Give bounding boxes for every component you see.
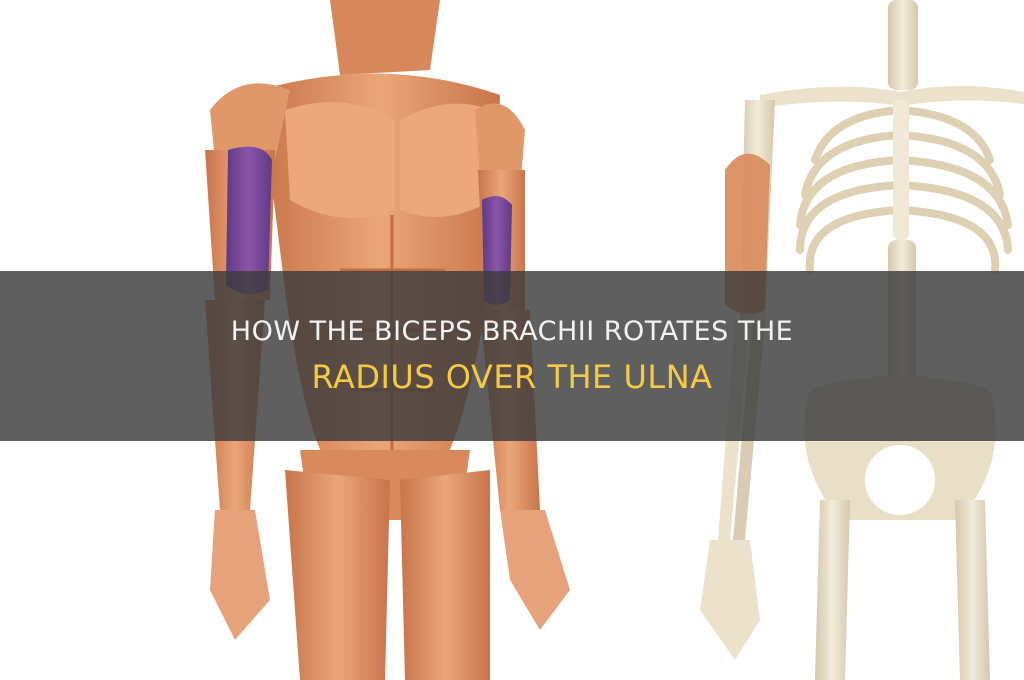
right-deltoid [475, 103, 525, 190]
left-biceps-highlight [226, 146, 272, 294]
cervical-spine [888, 0, 918, 90]
sternum [893, 100, 909, 240]
ribcage [796, 106, 1012, 274]
title-band: HOW THE BICEPS BRACHII ROTATES THE RADIU… [0, 271, 1024, 441]
hand-bones [700, 540, 760, 660]
headline-line-2: RADIUS OVER THE ULNA [311, 358, 713, 396]
left-thigh [285, 470, 390, 680]
left-hand [210, 510, 270, 640]
right-hand [500, 510, 570, 630]
right-femur [955, 500, 990, 680]
chest-muscle [285, 102, 395, 218]
right-thigh [400, 470, 490, 680]
neck-muscle [330, 0, 440, 75]
headline-line-1: HOW THE BICEPS BRACHII ROTATES THE [230, 315, 794, 347]
clavicle [760, 86, 1024, 108]
chest-muscle-right [400, 103, 495, 218]
pelvic-opening [865, 445, 935, 515]
left-femur [815, 500, 850, 680]
left-deltoid [210, 83, 290, 168]
